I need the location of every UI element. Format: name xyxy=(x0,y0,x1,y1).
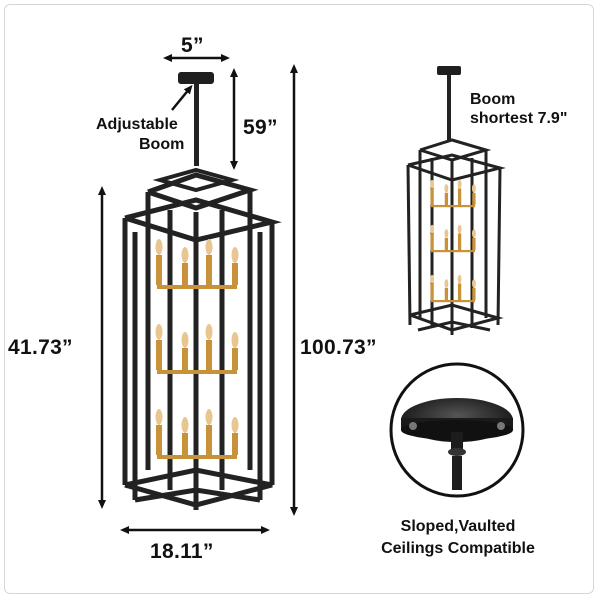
ceiling-caption-line2: Ceilings Compatible xyxy=(381,540,535,557)
chain-length-label: 59” xyxy=(243,116,278,139)
boom-shortest-label-line1: Boom xyxy=(470,91,516,108)
boom-label: Boom xyxy=(139,136,185,153)
fixture-height-label: 41.73” xyxy=(8,336,73,359)
adjustable-boom-pointer xyxy=(171,84,193,111)
ceiling-caption-line1: Sloped,Vaulted xyxy=(400,518,516,535)
canopy-width-label: 5” xyxy=(181,34,204,57)
fixture-width-label: 18.11” xyxy=(150,540,214,563)
total-height-label: 100.73” xyxy=(300,336,377,359)
chandelier-small-image xyxy=(406,66,506,335)
chandelier-main-image xyxy=(122,72,282,510)
boom-shortest-label-line2: shortest 7.9" xyxy=(470,110,568,127)
adjustable-label: Adjustable xyxy=(96,116,178,133)
product-frame xyxy=(4,4,594,594)
canopy-detail-image xyxy=(389,362,525,498)
